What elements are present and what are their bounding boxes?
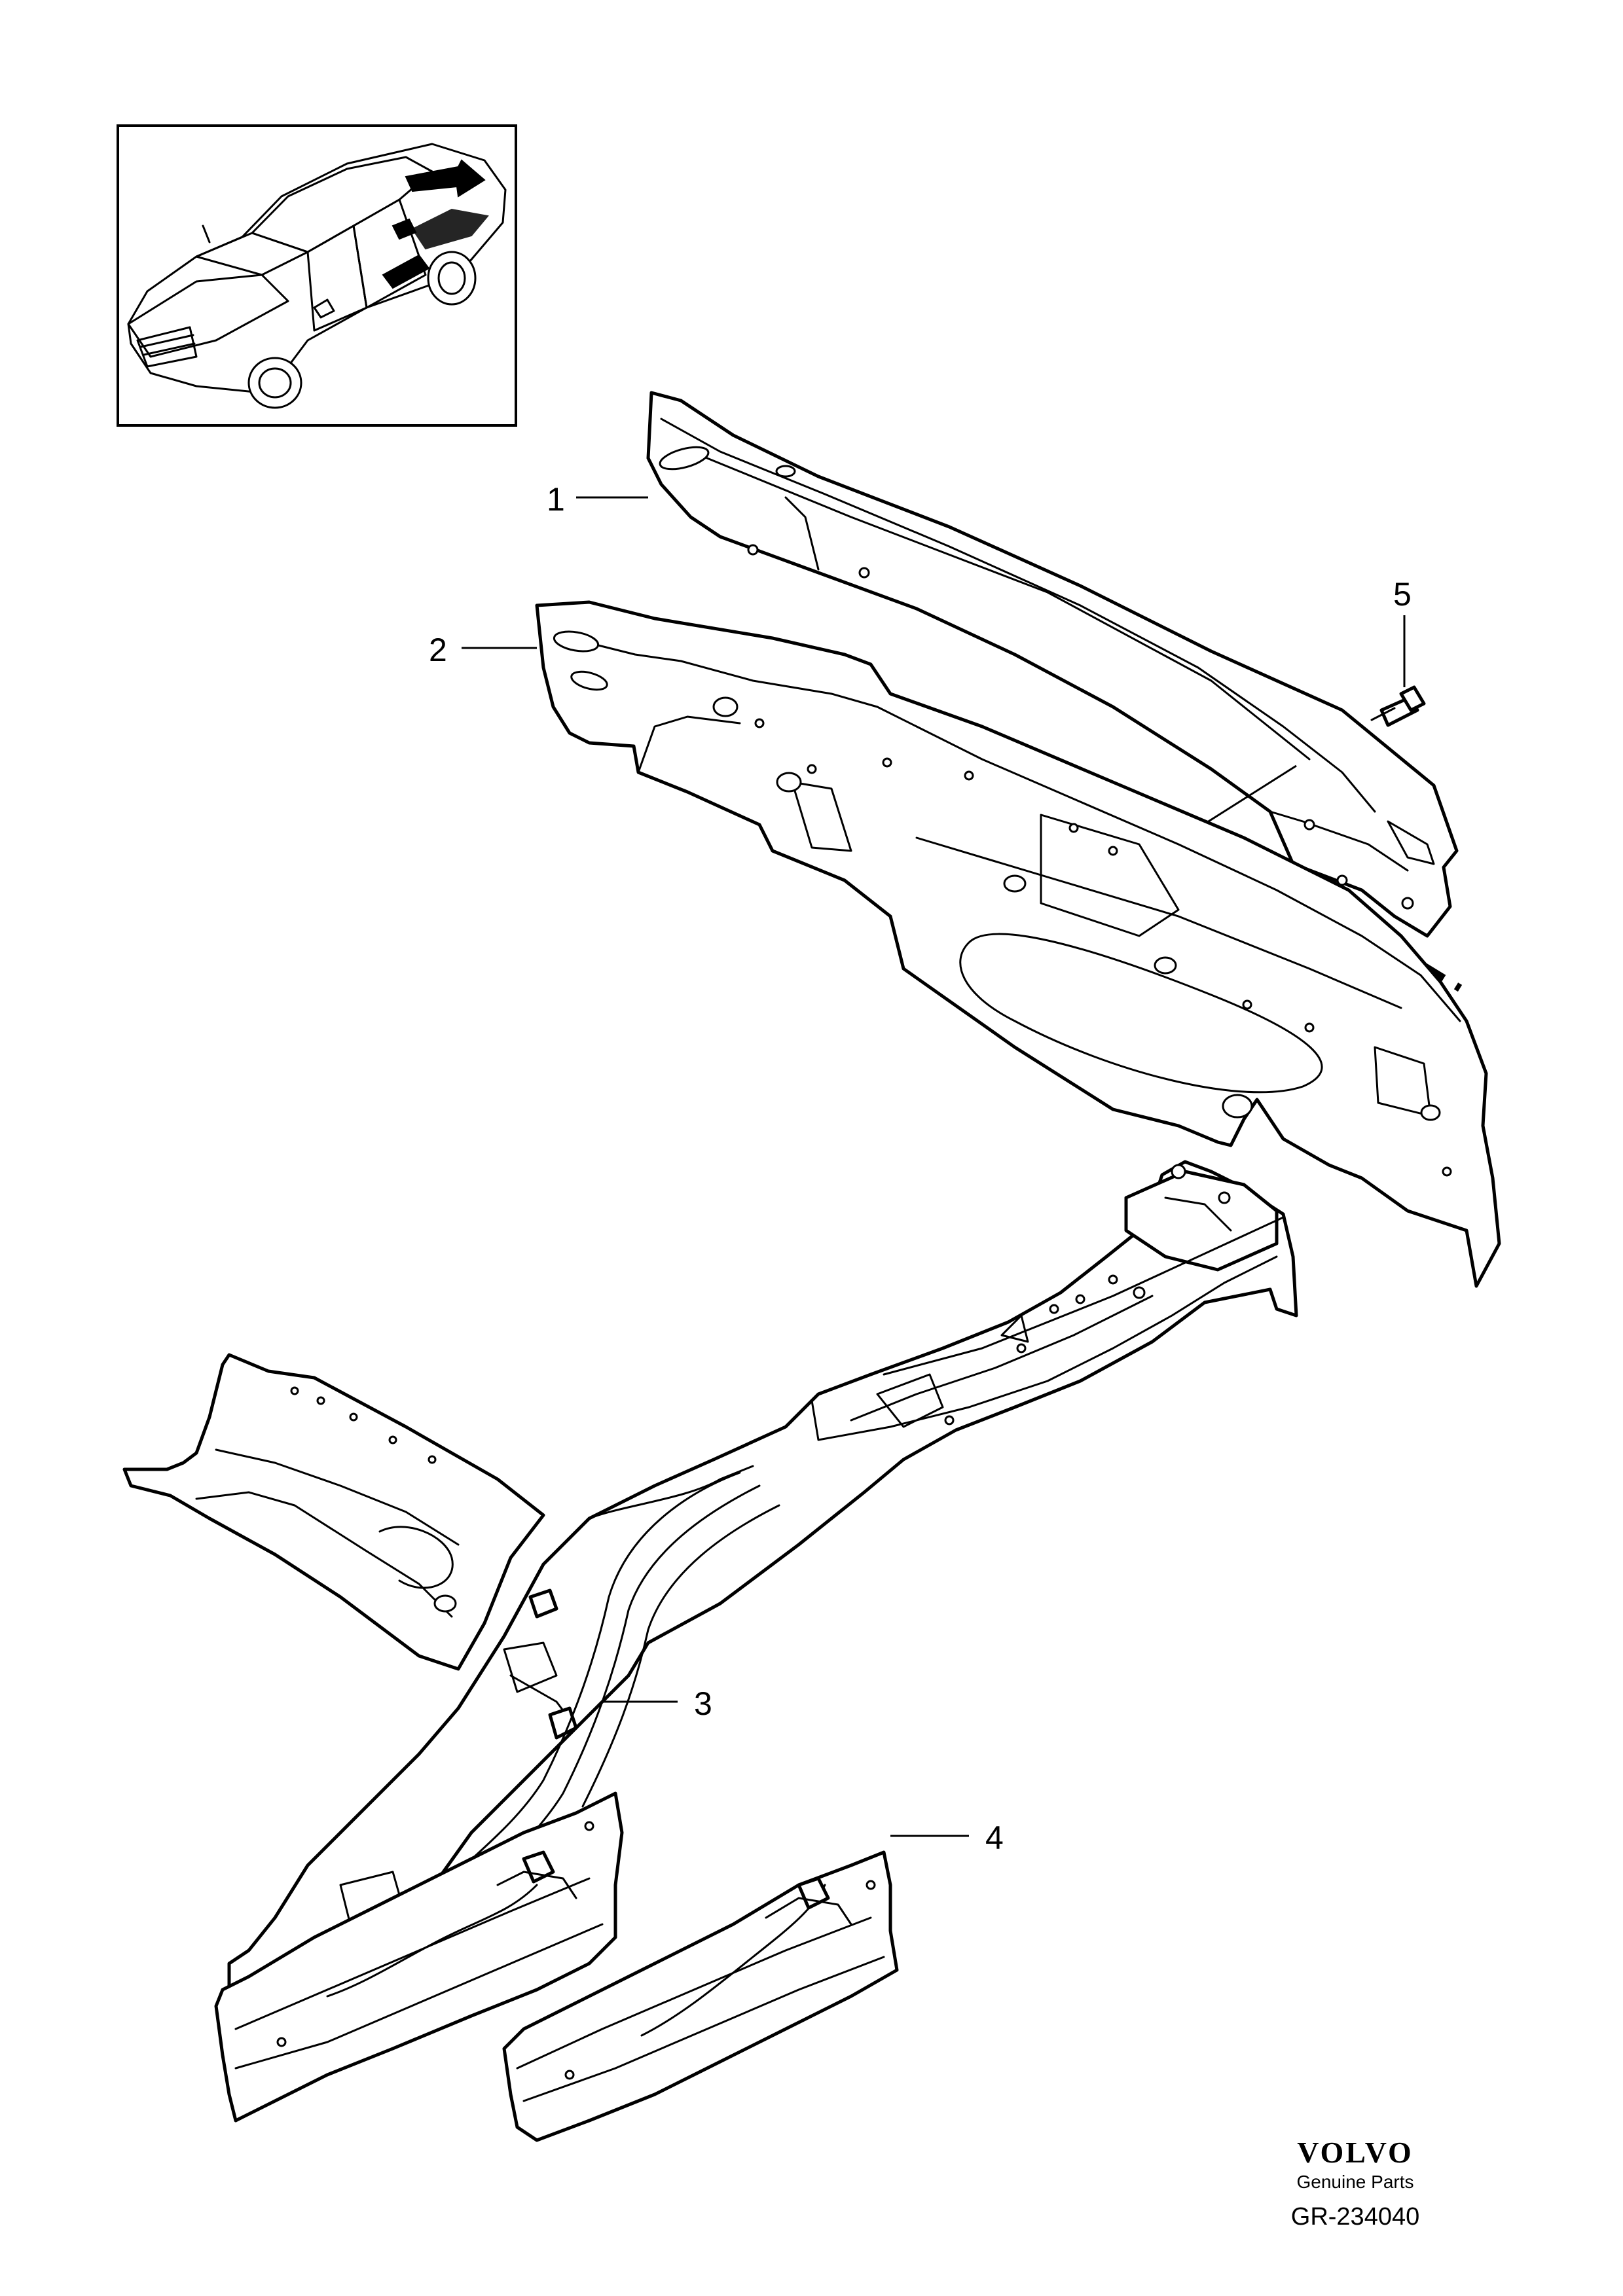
callout-3: 3 xyxy=(694,1685,712,1722)
car-location-thumbnail-icon xyxy=(117,124,517,427)
callout-5: 5 xyxy=(1393,576,1412,613)
part-4-sill-reinforcement-a xyxy=(214,1791,624,2123)
volvo-logo: VOLVO xyxy=(1297,2136,1413,2169)
bolt-icon xyxy=(1370,685,1426,727)
brand-block: VOLVO Genuine Parts GR-234040 xyxy=(1244,2136,1467,2233)
callout-4: 4 xyxy=(985,1820,1004,1856)
callout-1: 1 xyxy=(547,481,565,518)
diagram-reference: GR-234040 xyxy=(1290,2203,1420,2231)
part-1-upper-crossmember xyxy=(646,391,1459,938)
part-2-rear-panel xyxy=(535,600,1501,1288)
callout-2: 2 xyxy=(429,632,447,668)
part-3-longitudinal-member xyxy=(122,1160,1298,2044)
brand-subtitle: Genuine Parts xyxy=(1296,2172,1414,2192)
alignment-guide xyxy=(1197,764,1297,829)
part-4-sill-reinforcement-b xyxy=(502,1850,899,2142)
